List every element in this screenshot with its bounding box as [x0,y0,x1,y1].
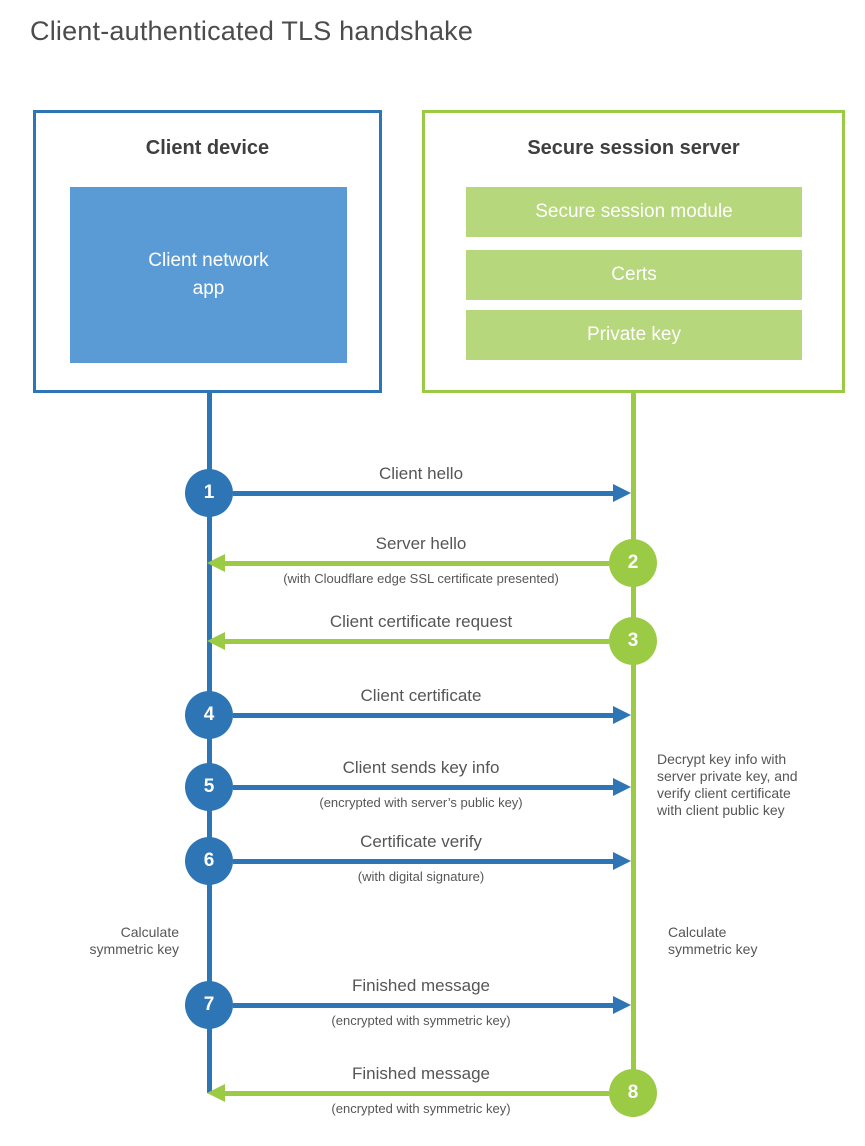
client-device-box: Client device Client network app [33,110,382,393]
arrow-line [233,859,613,864]
arrow-line [233,713,613,718]
calculate-symmetric-key-client-note: Calculate symmetric key [89,924,179,957]
step-label: Finished message [352,976,490,995]
step-number-badge: 2 [609,539,657,587]
secure-session-module-bar: Secure session module [466,187,802,237]
step-label: Client sends key info [342,758,500,777]
arrow-line [225,561,609,566]
server-lifeline [631,393,636,1093]
step-label: Certificate verify [360,832,482,851]
decrypt-key-note: Decrypt key info with server private key… [657,751,798,818]
step-sublabel: (encrypted with symmetric key) [331,1013,511,1028]
step-number-badge: 4 [185,691,233,739]
step-sublabel: (encrypted with server’s public key) [319,795,523,810]
step-number-badge: 1 [185,469,233,517]
calculate-symmetric-key-server-note: Calculate symmetric key [668,924,758,957]
secure-session-server-box: Secure session server Secure session mod… [422,110,845,393]
step-number-badge: 3 [609,617,657,665]
arrow-left-icon [207,554,225,572]
step-label: Finished message [352,1064,490,1083]
arrow-right-icon [613,484,631,502]
step-sublabel: (with digital signature) [357,869,485,884]
step-sublabel: (with Cloudflare edge SSL certificate pr… [283,571,559,586]
step-number-badge: 5 [185,763,233,811]
arrow-left-icon [207,1084,225,1102]
client-device-title: Client device [145,137,270,159]
step-label: Client certificate [360,686,482,705]
step-label: Server hello [375,534,467,553]
private-key-bar: Private key [466,310,802,360]
step-sublabel: (encrypted with symmetric key) [331,1101,511,1116]
step-number-badge: 6 [185,837,233,885]
arrow-right-icon [613,706,631,724]
client-lifeline [207,393,212,1093]
arrow-left-icon [207,632,225,650]
arrow-line [225,639,609,644]
secure-session-server-title: Secure session server [527,137,740,159]
step-number-badge: 8 [609,1069,657,1117]
arrow-line [233,1003,613,1008]
client-network-app-box: Client network app [70,187,347,363]
arrow-line [233,785,613,790]
arrow-right-icon [613,852,631,870]
arrow-line [233,491,613,496]
page-title: Client-authenticated TLS handshake [30,16,474,46]
arrow-right-icon [613,778,631,796]
step-label: Client hello [378,464,464,483]
step-label: Client certificate request [329,612,513,631]
arrow-right-icon [613,996,631,1014]
step-number-badge: 7 [185,981,233,1029]
certs-bar: Certs [466,250,802,300]
arrow-line [225,1091,609,1096]
